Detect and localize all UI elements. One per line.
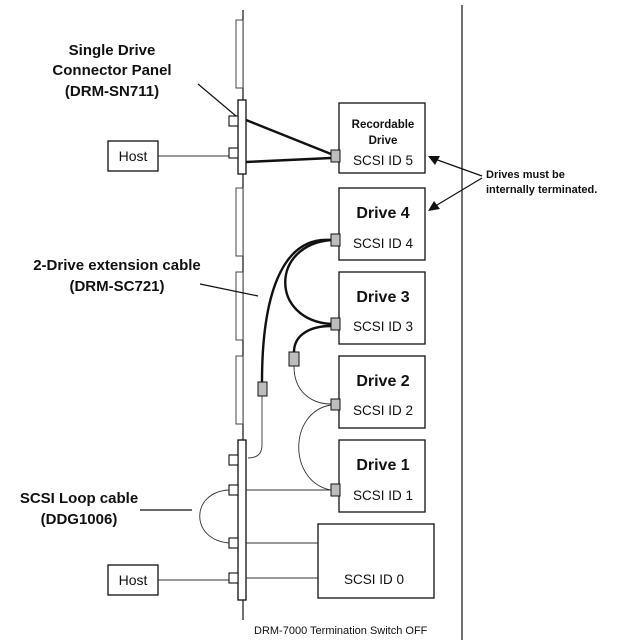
extension-cable-callout: 2-Drive extension cable (DRM-SC721) — [33, 257, 259, 297]
drive-4-title: Drive 4 — [356, 205, 409, 222]
loop-cable-model: (DDG1006) — [41, 511, 118, 528]
single-panel-model: (DRM-SN711) — [65, 83, 159, 100]
drive-1-title: Drive 1 — [356, 457, 409, 474]
arrow-to-drive-4 — [428, 201, 440, 211]
single-panel-label-line2: Connector Panel — [52, 62, 171, 79]
recordable-drive-plug — [330, 149, 341, 163]
drive-3-scsi-id: SCSI ID 3 — [353, 319, 413, 334]
drive2-drive1-cable — [246, 404, 341, 497]
loop-cable-callout: SCSI Loop cable (DDG1006) — [20, 490, 192, 528]
single-drive-cable — [245, 118, 341, 164]
drive-2-scsi-id: SCSI ID 2 — [353, 403, 413, 418]
extension-cable — [247, 238, 341, 459]
panel-port-lower — [228, 147, 239, 159]
single-panel-callout: Single Drive Connector Panel (DRM-SN711) — [52, 42, 237, 117]
drive-4-box: Drive 4 SCSI ID 4 — [338, 187, 426, 261]
loop-cable-label: SCSI Loop cable — [20, 490, 138, 507]
panel-slots — [235, 19, 244, 425]
drive4-drive3-cable — [284, 233, 341, 331]
recordable-drive-title-line2: Drive — [369, 135, 398, 147]
recordable-drive-scsi-id: SCSI ID 5 — [353, 153, 413, 168]
drive-2-title: Drive 2 — [356, 373, 409, 390]
scsi-loop-cable — [199, 489, 318, 579]
drive-1-box: Drive 1 SCSI ID 1 — [338, 439, 426, 513]
termination-note: Drives must be internally terminated. — [428, 156, 597, 211]
drive-0-scsi-id: SCSI ID 0 — [344, 572, 404, 587]
drive-3-box: Drive 3 SCSI ID 3 — [338, 271, 426, 345]
single-panel-label-line1: Single Drive — [69, 42, 156, 59]
host-label-bottom: Host — [119, 572, 148, 588]
extension-cable-plug-right — [288, 351, 300, 367]
extension-cable-label: 2-Drive extension cable — [33, 257, 201, 274]
arrow-to-recordable-drive — [428, 156, 440, 165]
drive-1-scsi-id: SCSI ID 1 — [353, 488, 413, 503]
single-drive-connector-panel — [228, 99, 247, 175]
extension-cable-plug-left — [257, 381, 268, 397]
host-box-top: Host — [107, 140, 159, 172]
drive-2-box: Drive 2 SCSI ID 2 — [338, 355, 426, 429]
host-box-bottom: Host — [107, 564, 159, 596]
loop-connector-panel — [228, 439, 247, 601]
extension-cable-model: (DRM-SC721) — [69, 278, 164, 295]
termination-note-line1: Drives must be — [486, 169, 565, 181]
host-label-top: Host — [119, 148, 148, 164]
drive-4-scsi-id: SCSI ID 4 — [353, 236, 414, 251]
recordable-drive-title-line1: Recordable — [352, 119, 415, 131]
termination-switch-footer: DRM-7000 Termination Switch OFF — [254, 625, 428, 637]
drive-3-title: Drive 3 — [356, 289, 409, 306]
recordable-drive-box: Recordable Drive SCSI ID 5 — [338, 102, 426, 174]
drive-0-box: SCSI ID 0 — [317, 523, 435, 599]
panel-port-upper — [228, 115, 239, 127]
termination-note-line2: internally terminated. — [486, 184, 597, 196]
